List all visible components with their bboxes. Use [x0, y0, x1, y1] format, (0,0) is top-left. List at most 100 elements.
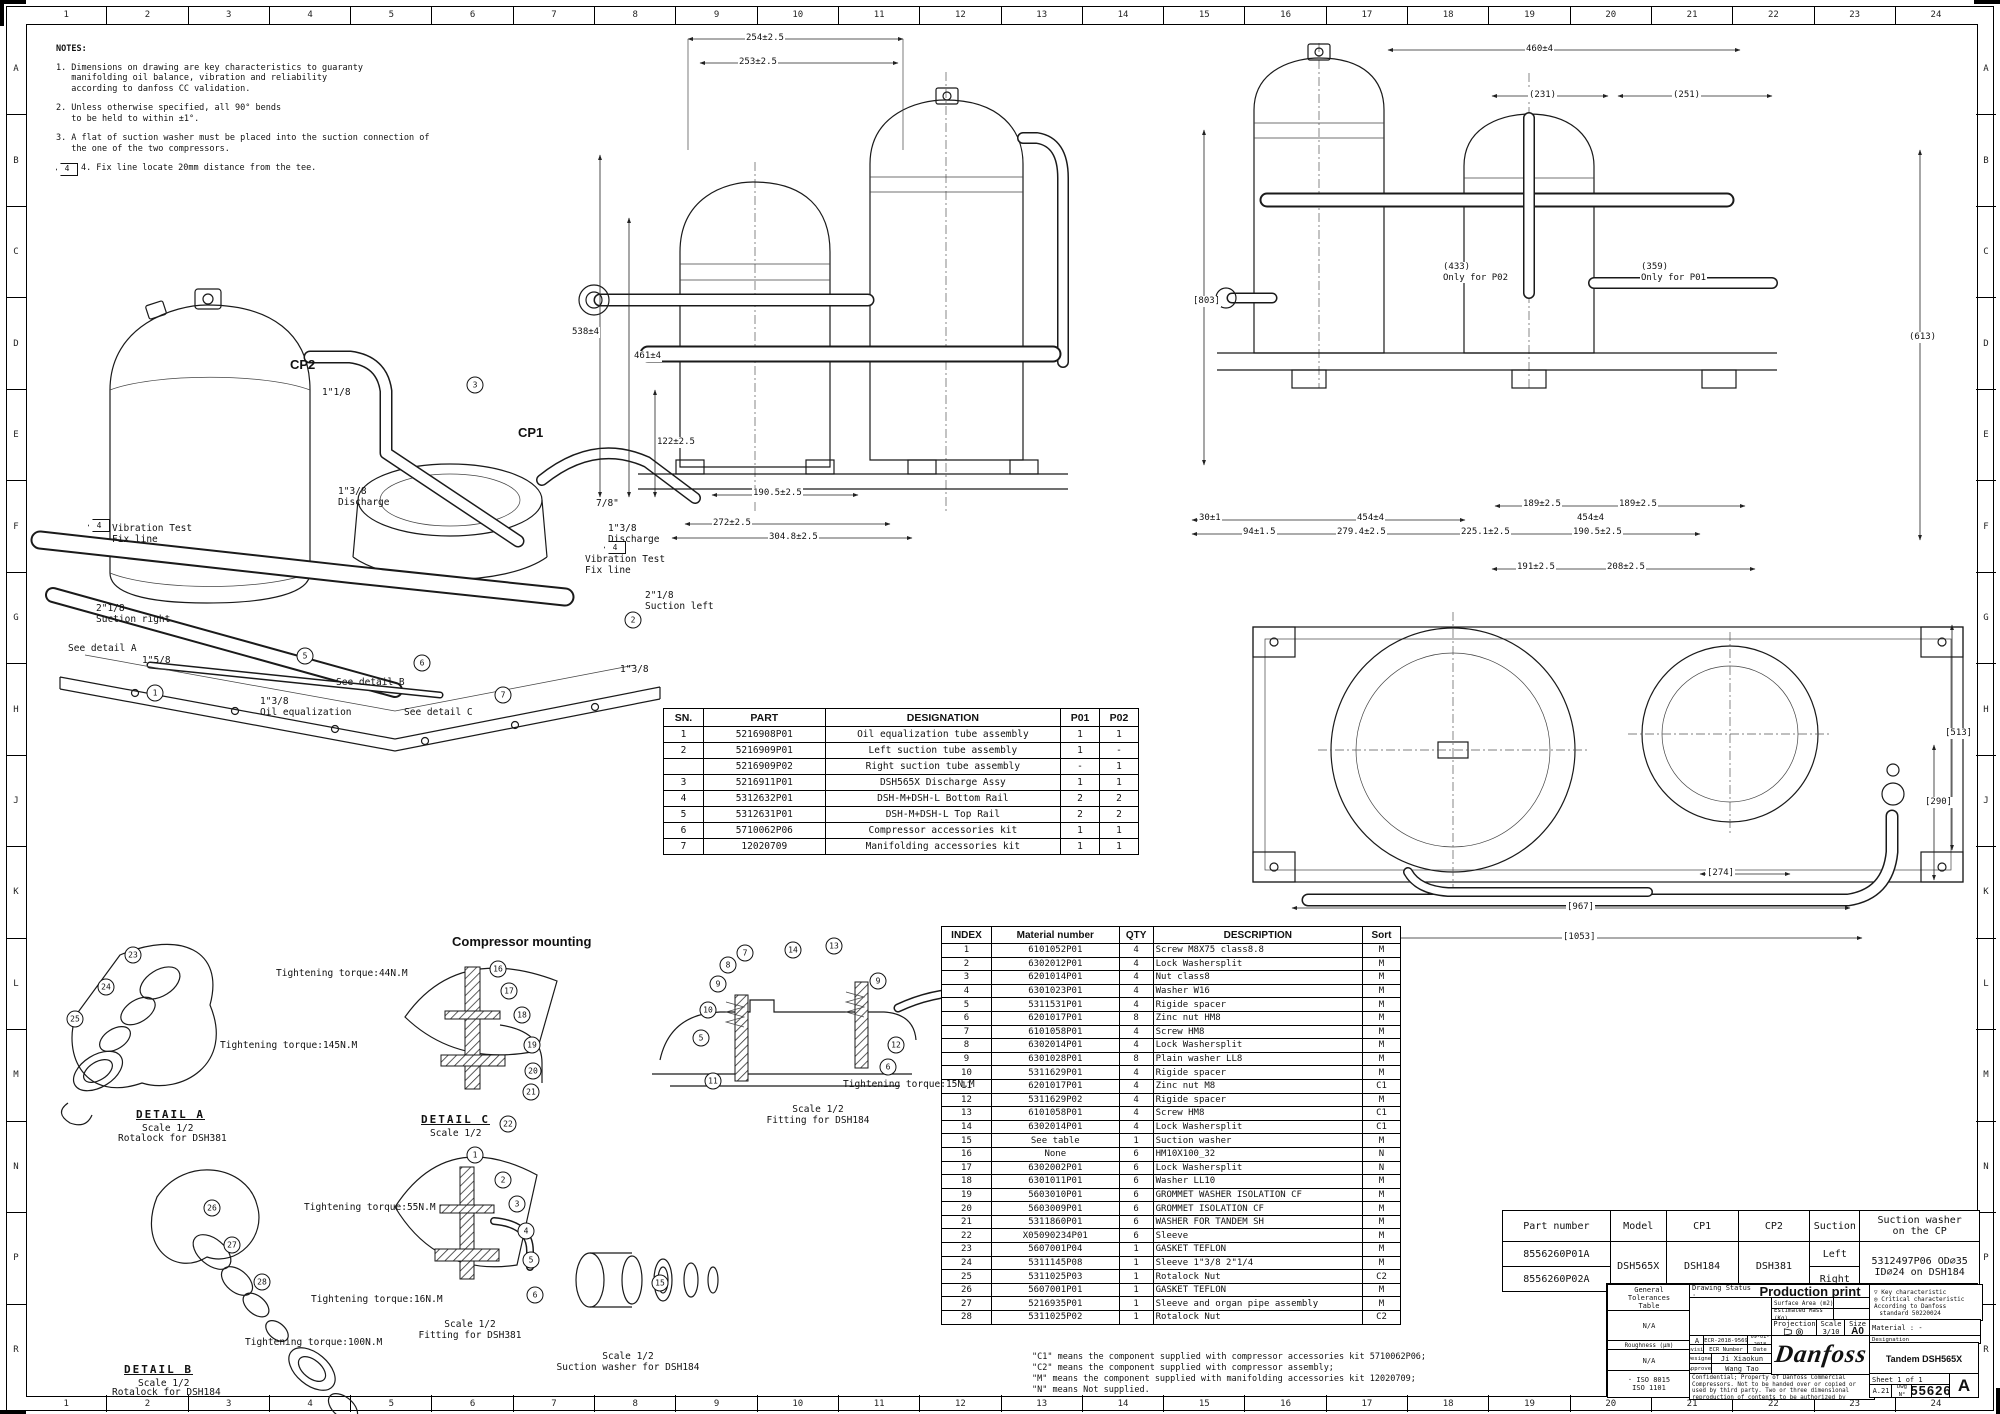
- table-cell: 4: [1118, 943, 1154, 958]
- sheet-inner-border: [26, 24, 1978, 1397]
- table-cell: 1: [941, 943, 992, 958]
- table-cell: 1: [1118, 1310, 1154, 1325]
- column-header: PART: [702, 708, 826, 727]
- table-cell: 6101052P01: [990, 943, 1120, 958]
- table-cell: 4: [1118, 1106, 1154, 1121]
- designation-value: Tandem DSH565X: [1869, 1342, 1979, 1375]
- title-block: General Tolerances Table N/A Roughness (…: [1606, 1283, 1983, 1400]
- part-number: 8556260P01A: [1502, 1241, 1611, 1267]
- grid-col-label: 1: [63, 1398, 69, 1409]
- grid-col-label: 17: [1325, 1395, 1407, 1412]
- table-cell: Compressor accessories kit: [824, 822, 1062, 839]
- grid-col-label: 2: [106, 1395, 187, 1412]
- grid-col-label: 8: [594, 1395, 675, 1412]
- table-cell: None: [990, 1146, 1120, 1162]
- table-cell: Sleeve: [1152, 1228, 1364, 1244]
- grid-col-label: 20: [1569, 6, 1651, 24]
- table-cell: 17: [941, 1160, 992, 1176]
- grid-row-label: F: [6, 480, 26, 571]
- table-cell: 16: [941, 1146, 992, 1162]
- note-item: 3.A flat of suction washer must be place…: [56, 133, 476, 154]
- grid-col-label: 18: [1407, 6, 1488, 24]
- table-cell: 4: [1118, 956, 1154, 972]
- column-header: Suction: [1809, 1210, 1861, 1242]
- table-cell: -: [1099, 742, 1139, 759]
- table-cell: M: [1362, 997, 1401, 1012]
- grid-col-label: 19: [1488, 1395, 1569, 1412]
- table-cell: M: [1362, 943, 1401, 958]
- table-cell: 6101058P01: [990, 1024, 1120, 1040]
- grid-col-label: 24: [1894, 6, 1976, 24]
- table-cell: 7: [941, 1024, 992, 1040]
- trim-mark: [1974, 0, 2000, 4]
- table-cell: 1: [1118, 1242, 1154, 1257]
- table-cell: GASKET TEFLON: [1152, 1242, 1364, 1257]
- grid-col-label: 16: [1244, 1395, 1325, 1412]
- table-cell: M: [1362, 1010, 1401, 1026]
- table-cell: 5216909P01: [702, 742, 826, 759]
- a21-code: A.21: [1869, 1384, 1893, 1398]
- table-cell: 5311531P01: [990, 997, 1120, 1012]
- table-cell: 12: [941, 1092, 992, 1108]
- note-number: 3.: [56, 133, 67, 143]
- key-characteristic-icon: ▽: [1874, 1288, 1878, 1296]
- table-cell: 6: [1118, 1174, 1154, 1189]
- table-cell: M: [1362, 1051, 1401, 1067]
- table-cell: 2: [663, 742, 704, 759]
- table-cell: 5311860P01: [990, 1214, 1120, 1230]
- table-cell: 6: [941, 1010, 992, 1026]
- table-cell: 5311025P02: [990, 1310, 1120, 1325]
- table-cell: 5311629P02: [990, 1092, 1120, 1108]
- table-cell: 4: [1118, 1038, 1154, 1053]
- table-cell: Sleeve 1"3/8 2"1/4: [1152, 1255, 1364, 1271]
- table-cell: 4: [1118, 1024, 1154, 1040]
- danfoss-logo: Danfoss: [1771, 1335, 1871, 1375]
- table-cell: M: [1362, 1296, 1401, 1312]
- table-cell: C1: [1362, 1119, 1401, 1135]
- grid-col-label: 14: [1081, 6, 1163, 24]
- table-cell: 5311025P03: [990, 1269, 1120, 1284]
- table-cell: DSH-M+DSH-L Top Rail: [824, 806, 1062, 823]
- table-cell: N: [1362, 1160, 1401, 1176]
- table-cell: 1: [1099, 838, 1139, 855]
- table-cell: Rotalock Nut: [1152, 1310, 1364, 1325]
- table-cell: 1: [1060, 838, 1101, 855]
- grid-col-label: 21: [1650, 6, 1732, 24]
- grid-row-label: J: [1976, 754, 1996, 846]
- grid-col-label: 9: [675, 1395, 756, 1412]
- table-cell: M: [1362, 1065, 1401, 1080]
- table-cell: 8: [941, 1038, 992, 1053]
- table-cell: Plain washer LL8: [1152, 1051, 1364, 1067]
- grid-col-label: 12: [919, 1395, 1000, 1412]
- table-cell: 5607001P04: [990, 1242, 1120, 1257]
- standard-reference: According to Danfoss standard 50220024: [1874, 1302, 1947, 1317]
- scale-label: Scale: [1820, 1320, 1842, 1328]
- grid-col-label: 7: [512, 6, 594, 24]
- column-header: INDEX: [941, 926, 992, 944]
- table-cell: 2: [1099, 806, 1139, 823]
- grid-row-label: L: [6, 937, 26, 1029]
- table-cell: 1: [1099, 758, 1139, 775]
- note-number: 4.: [81, 163, 92, 173]
- material-value: -: [1918, 1324, 1923, 1332]
- grid-row-label: D: [1976, 297, 1996, 388]
- revision-corner-letter: A: [1949, 1373, 1979, 1398]
- confidential-notice: Confidential; Property of Danfoss Commer…: [1689, 1373, 1875, 1400]
- table-cell: 1: [663, 726, 704, 743]
- table-cell: Screw HM8: [1152, 1106, 1364, 1121]
- grid-row-label: P: [1976, 1212, 1996, 1303]
- grid-row-label: C: [6, 205, 26, 297]
- table-cell: M: [1362, 1201, 1401, 1216]
